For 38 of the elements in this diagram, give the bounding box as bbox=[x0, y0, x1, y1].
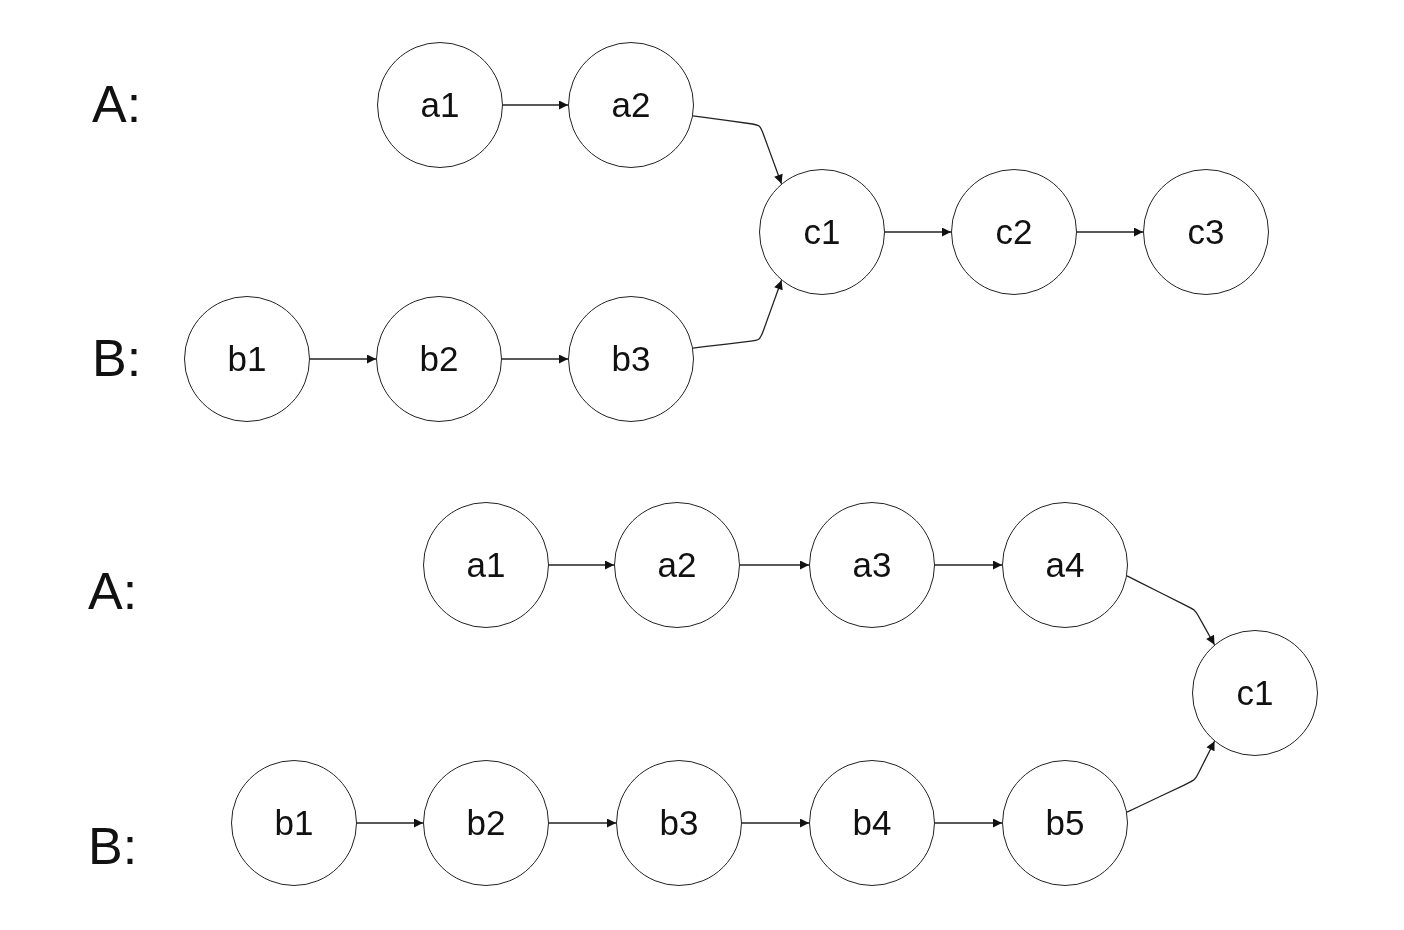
arrow bbox=[741, 818, 810, 828]
row-label: A: bbox=[88, 565, 138, 617]
arrow bbox=[692, 279, 783, 349]
node-label: b2 bbox=[419, 339, 459, 379]
row-label: A: bbox=[92, 78, 142, 130]
arrow bbox=[502, 100, 569, 110]
node-label: a1 bbox=[466, 545, 506, 585]
row-label: B: bbox=[92, 332, 142, 384]
arrow bbox=[1076, 227, 1144, 237]
node-label: a3 bbox=[852, 545, 892, 585]
arrow bbox=[884, 227, 952, 237]
row-label: B: bbox=[88, 820, 138, 872]
node-label: c1 bbox=[1236, 673, 1274, 713]
arrow bbox=[1126, 740, 1216, 813]
arrow bbox=[934, 560, 1003, 570]
arrow bbox=[548, 560, 615, 570]
node-label: a2 bbox=[611, 85, 651, 125]
node-label: a4 bbox=[1045, 545, 1085, 585]
arrow bbox=[692, 115, 783, 185]
node-label: b1 bbox=[227, 339, 267, 379]
arrow bbox=[501, 354, 569, 364]
arrow bbox=[356, 818, 424, 828]
arrow bbox=[934, 818, 1003, 828]
arrow bbox=[1126, 575, 1216, 646]
node-label: b5 bbox=[1045, 803, 1085, 843]
node-label: c2 bbox=[995, 212, 1033, 252]
node-label: c1 bbox=[803, 212, 841, 252]
arrow bbox=[548, 818, 617, 828]
node-label: b2 bbox=[466, 803, 506, 843]
node-label: b4 bbox=[852, 803, 892, 843]
node-label: b3 bbox=[659, 803, 699, 843]
node-label: b1 bbox=[274, 803, 314, 843]
arrow bbox=[739, 560, 810, 570]
node-label: c3 bbox=[1187, 212, 1225, 252]
arrow bbox=[309, 354, 377, 364]
node-label: a2 bbox=[657, 545, 697, 585]
node-label: a1 bbox=[420, 85, 460, 125]
node-label: b3 bbox=[611, 339, 651, 379]
